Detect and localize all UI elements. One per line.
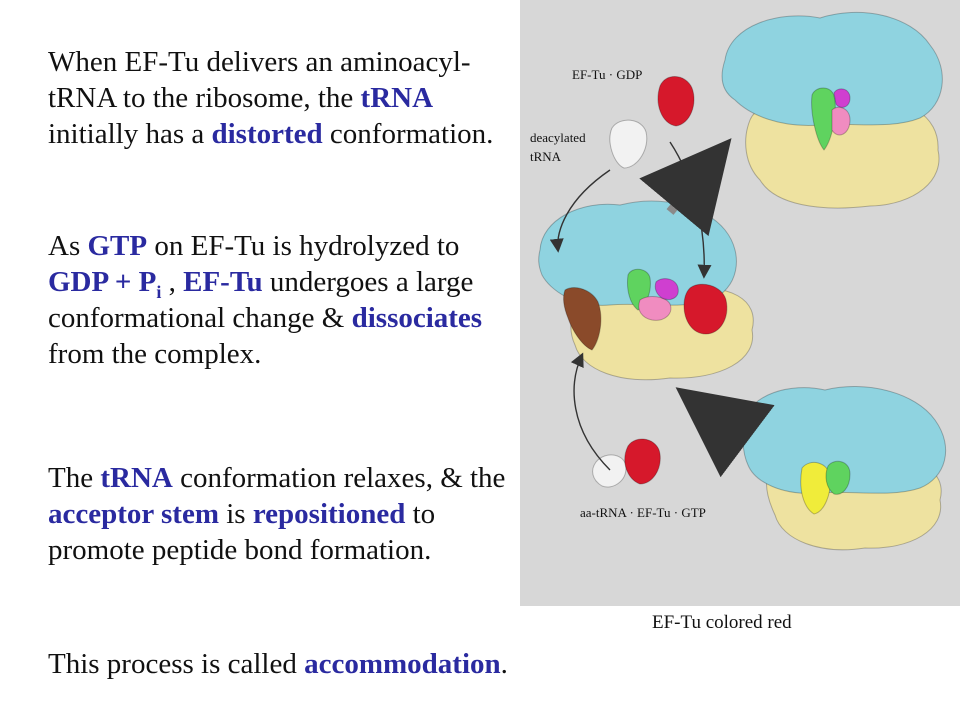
highlight-gtp: GTP [87,230,148,262]
label-aa-trna-ef-tu-gtp: aa-tRNA · EF-Tu · GTP [580,505,706,520]
text-segment: undergoes a large conformational change … [48,266,474,334]
label-ef-tu-gdp: EF-Tu · GDP [572,67,642,82]
ribosome-middle [538,200,754,381]
highlight-ef-tu: EF-Tu [183,266,263,298]
highlight-distorted: distorted [211,118,323,150]
highlight-acceptor-stem: acceptor stem [48,498,219,530]
highlight-trna: tRNA [100,462,173,494]
text-segment: is [218,498,253,530]
paragraph-accommodation: This process is called accommodation. [48,646,688,682]
paragraph-gtp-hydrolysis: As GTP on EF-Tu is hydrolyzed to GDP + P… [48,228,518,372]
text-segment: , [161,266,184,298]
ef-tu-gdp-molecule [657,76,695,127]
label-trna: tRNA [530,149,562,164]
text-segment: on EF-Tu is hydrolyzed to [147,230,460,262]
subscript-i: i [156,281,162,302]
text-segment: As [48,230,88,262]
arrow-curve-from-aa-trna [570,352,611,471]
figure-caption: EF-Tu colored red [652,612,792,633]
highlight-repositioned: repositioned [252,498,406,530]
text-segment: When EF-Tu delivers an aminoacyl-tRNA to… [48,46,471,114]
arrow-curve-deacylated [549,169,611,253]
label-deacylated: deacylated [530,130,586,145]
text-segment: conformation. [322,118,494,150]
ribosome-bottom [742,386,947,551]
paragraph-trna-relaxes: The tRNA conformation relaxes, & the acc… [48,460,518,568]
arrow-to-middle-ribosome [675,387,775,478]
text-segment: The [48,462,101,494]
pathway-arrows [549,138,775,478]
highlight-trna: tRNA [360,82,434,114]
highlight-dissociates: dissociates [351,302,483,334]
text-segment: conformation relaxes, & the [172,462,506,494]
ribosome-top [721,12,943,209]
ribosome-accommodation-figure: EF-Tu · GDP deacylated tRNA aa-tRNA · EF… [520,0,960,606]
ribosome-figure-svg: EF-Tu · GDP deacylated tRNA aa-tRNA · EF… [530,12,947,551]
text-segment: initially has a [48,118,212,150]
text-segment: from the complex. [48,338,262,370]
paragraph-trna-distorted: When EF-Tu delivers an aminoacyl-tRNA to… [48,44,518,152]
aa-trna-ef-tu-gtp-molecule [592,438,661,488]
highlight-gdp-pi: GDP + P [48,266,157,298]
text-segment: . [500,648,508,680]
text-segment: to promote peptide bond formation. [48,498,436,566]
text-segment: This process is called [48,648,305,680]
highlight-accommodation: accommodation [304,648,501,680]
deacylated-trna-molecule [609,119,648,169]
arrow-to-top-ribosome [639,138,732,237]
